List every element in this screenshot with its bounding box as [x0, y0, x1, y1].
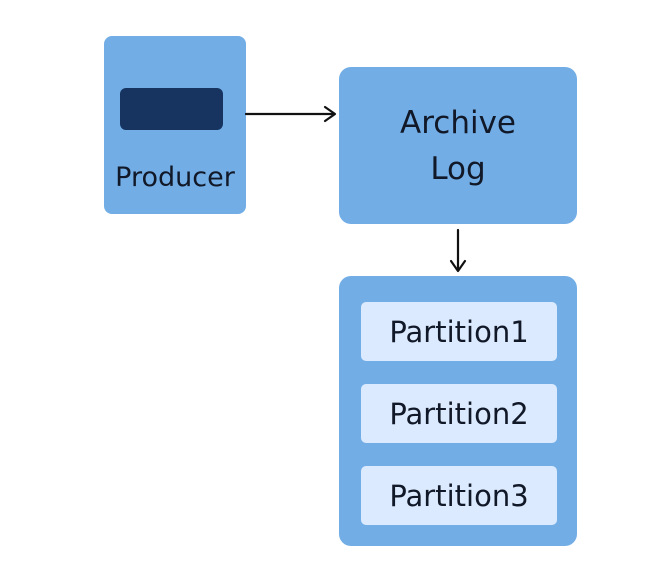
producer-node: Producer — [104, 36, 246, 214]
archive-log-node: Archive Log — [339, 67, 577, 224]
partition-1: Partition1 — [361, 302, 557, 361]
producer-label: Producer — [115, 162, 235, 193]
archive-log-label-line-2: Log — [430, 150, 486, 187]
arrow-producer-to-archive — [244, 105, 337, 123]
partitions-container: Partition1 Partition2 Partition3 — [339, 276, 577, 546]
partition-2: Partition2 — [361, 384, 557, 443]
producer-message-icon — [120, 88, 223, 130]
archive-log-label-line-1: Archive — [400, 104, 516, 141]
partition-3: Partition3 — [361, 466, 557, 525]
arrow-archive-to-partitions — [449, 228, 467, 273]
